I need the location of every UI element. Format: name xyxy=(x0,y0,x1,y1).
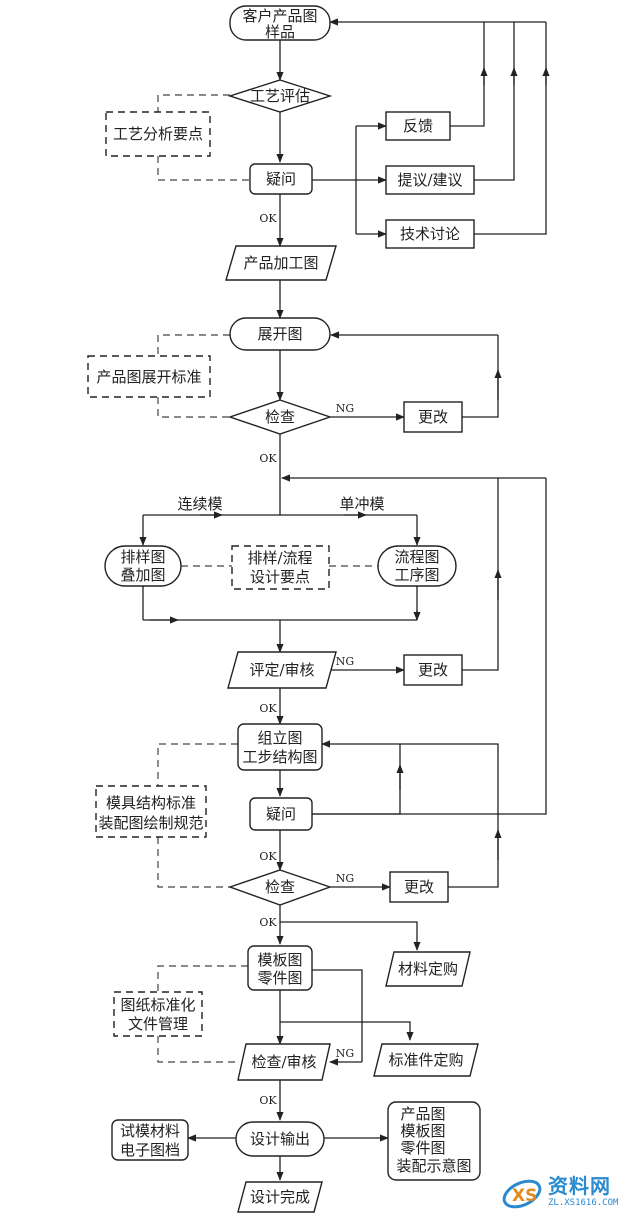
material-order-label: 材料定购 xyxy=(398,960,458,978)
single-label: 单冲模 xyxy=(339,495,384,513)
modify2-node xyxy=(403,654,463,686)
query1-node xyxy=(249,163,313,195)
standard-parts-label: 标准件定购 xyxy=(388,1051,463,1069)
check-review-node xyxy=(237,1043,331,1081)
drawing-standard-node xyxy=(113,991,203,1037)
feedback-node xyxy=(385,111,451,141)
layout-label-2: 叠加图 xyxy=(120,566,165,584)
unfold-standard-node xyxy=(87,355,211,398)
svg-text:XS: XS xyxy=(512,1186,537,1206)
suggest-label: 提议/建议 xyxy=(397,171,462,189)
unfold-label: 展开图 xyxy=(257,325,302,343)
review-node xyxy=(227,651,337,689)
analysis-node xyxy=(105,111,211,157)
sample-node xyxy=(229,5,331,41)
product-drawing-node xyxy=(225,245,337,281)
drawing-standard-label-1: 图纸标准化 xyxy=(120,996,195,1014)
trial-material-label-1: 试模材料 xyxy=(120,1122,180,1140)
ok-label-2: OK xyxy=(259,452,277,465)
xs-logo-icon: XS xyxy=(502,1179,542,1209)
query1-label: 疑问 xyxy=(266,170,296,188)
layout-points-label-1: 排样/流程 xyxy=(247,549,312,567)
discuss-label: 技术讨论 xyxy=(400,225,460,243)
review-label: 评定/审核 xyxy=(249,661,314,679)
template-label-2: 零件图 xyxy=(257,969,302,987)
ng-label-3: NG xyxy=(336,872,354,885)
check1-node xyxy=(227,399,333,435)
output-list-item-1: 产品图 xyxy=(400,1105,445,1123)
template-label-1: 模板图 xyxy=(257,951,302,969)
output-list-item-4: 装配示意图 xyxy=(396,1157,471,1175)
output-list-node xyxy=(387,1101,481,1181)
ok-label-5: OK xyxy=(259,916,277,929)
ok-label-3: OK xyxy=(259,702,277,715)
check-review-label: 检查/审核 xyxy=(251,1053,316,1071)
discuss-node xyxy=(385,219,475,249)
process-label-1: 流程图 xyxy=(394,548,439,566)
unfold-standard-label: 产品图展开标准 xyxy=(96,368,201,386)
ok-label-6: OK xyxy=(259,1094,277,1107)
drawing-standard-label-2: 文件管理 xyxy=(128,1015,188,1033)
standard-parts-node xyxy=(373,1043,479,1077)
ok-label-4: OK xyxy=(259,850,277,863)
material-order-node xyxy=(385,951,471,987)
mold-standard-label-1: 模具结构标准 xyxy=(106,794,196,812)
ng-label-4: NG xyxy=(336,1047,354,1060)
layout-node xyxy=(104,545,182,587)
query2-node xyxy=(249,797,313,831)
done-label: 设计完成 xyxy=(250,1188,310,1206)
output-node xyxy=(235,1121,325,1157)
trial-material-node xyxy=(111,1119,189,1161)
unfold-node xyxy=(229,317,331,351)
check2-node xyxy=(227,869,333,906)
suggest-node xyxy=(385,165,475,195)
ng-label-1: NG xyxy=(336,402,354,415)
process-label-2: 工序图 xyxy=(394,566,439,584)
analysis-label: 工艺分析要点 xyxy=(113,125,203,143)
query2-label: 疑问 xyxy=(266,805,296,823)
output-list-item-3: 零件图 xyxy=(400,1139,445,1157)
modify3-label: 更改 xyxy=(404,878,434,896)
evaluate-label: 工艺评估 xyxy=(250,87,310,105)
watermark-url: ZL.XS1616.COM xyxy=(548,1198,619,1208)
modify1-node xyxy=(403,401,463,433)
watermark: XS 资料网 ZL.XS1616.COM xyxy=(500,1166,634,1216)
continuous-label: 连续模 xyxy=(177,495,222,513)
feedback-label: 反馈 xyxy=(403,117,433,135)
evaluate-node xyxy=(227,79,333,113)
layout-label-1: 排样图 xyxy=(120,548,165,566)
check1-label: 检查 xyxy=(265,408,295,426)
layout-points-node xyxy=(231,545,330,590)
layout-points-label-2: 设计要点 xyxy=(250,568,310,586)
assembly-label-2: 工步结构图 xyxy=(242,748,317,766)
sample-label-2: 样品 xyxy=(265,23,295,41)
modify2-label: 更改 xyxy=(418,661,448,679)
process-node xyxy=(377,545,457,587)
output-list-item-2: 模板图 xyxy=(400,1122,445,1140)
mold-standard-label-2: 装配图绘制规范 xyxy=(98,814,203,832)
check2-label: 检查 xyxy=(265,878,295,896)
product-drawing-label: 产品加工图 xyxy=(243,254,318,272)
modify1-label: 更改 xyxy=(418,408,448,426)
template-node xyxy=(247,945,313,991)
assembly-label-1: 组立图 xyxy=(257,729,302,747)
output-label: 设计输出 xyxy=(250,1130,310,1148)
mold-standard-node xyxy=(95,785,207,838)
ok-label-1: OK xyxy=(259,212,277,225)
done-node xyxy=(237,1181,323,1213)
trial-material-label-2: 电子图档 xyxy=(120,1141,180,1159)
watermark-text: 资料网 xyxy=(548,1174,611,1198)
assembly-node xyxy=(237,723,323,771)
sample-label-1: 客户产品图 xyxy=(242,7,317,25)
modify3-node xyxy=(389,871,449,903)
ng-label-2: NG xyxy=(336,655,354,668)
